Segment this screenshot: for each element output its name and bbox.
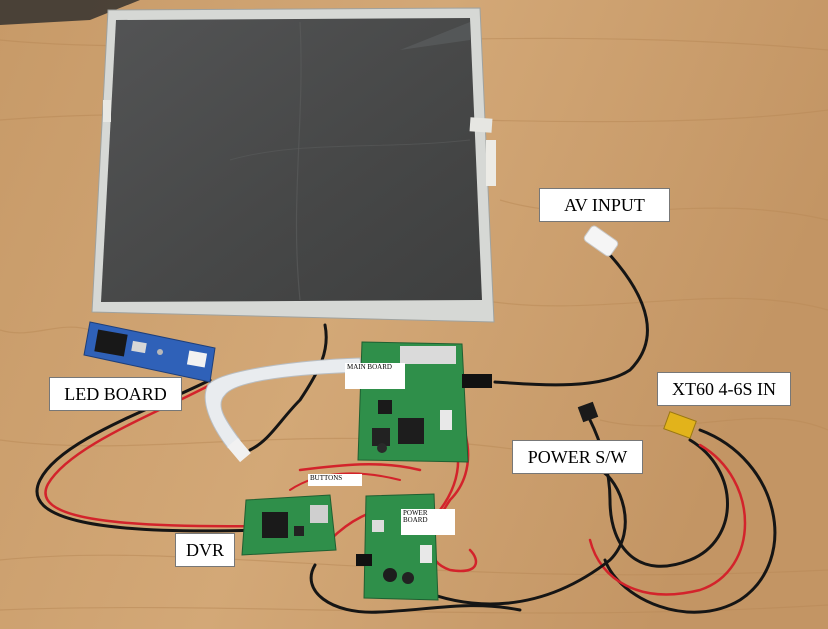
led-board	[83, 321, 216, 383]
power-board-label: POWER BOARD	[401, 509, 455, 535]
av-rca-plug	[583, 225, 619, 257]
xt60-connector	[663, 411, 697, 439]
top-left-shadow	[0, 0, 140, 25]
power-switch	[577, 401, 599, 423]
led-board-label: LED BOARD	[49, 377, 182, 411]
lcd-panel	[91, 7, 496, 323]
main-board-label: MAIN BOARD	[345, 363, 405, 389]
dvr-label: DVR	[175, 533, 235, 567]
power-sw-label: POWER S/W	[512, 440, 643, 474]
ribbon-cable	[204, 357, 363, 463]
buttons-label: BUTTONS	[308, 474, 362, 486]
dvr-board	[241, 494, 337, 556]
av-input-label: AV INPUT	[539, 188, 670, 222]
xt60-label: XT60 4-6S IN	[657, 372, 791, 406]
